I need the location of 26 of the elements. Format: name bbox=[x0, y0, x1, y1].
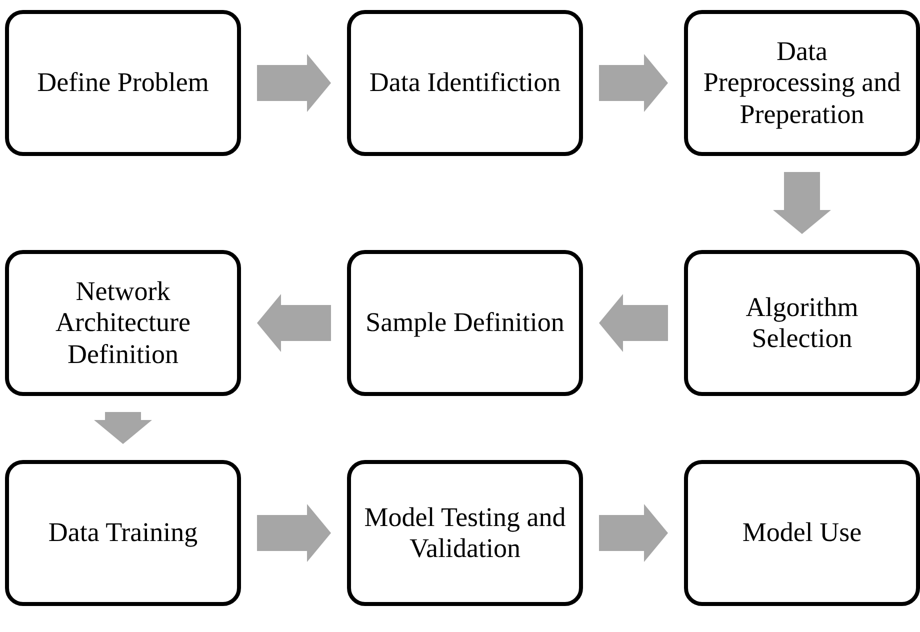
step-label: Data Training bbox=[48, 517, 198, 549]
block-arrow bbox=[599, 54, 668, 112]
block-arrow bbox=[773, 172, 831, 234]
step-label: Algorithm Selection bbox=[744, 292, 860, 354]
process-box bbox=[684, 10, 920, 156]
process-box bbox=[347, 460, 583, 606]
block-arrow bbox=[599, 504, 668, 562]
block-arrow bbox=[94, 412, 152, 444]
step-label: Model Use bbox=[742, 517, 862, 549]
block-arrow bbox=[599, 294, 668, 352]
step-label: Network Architecture Definition bbox=[54, 276, 192, 370]
process-box bbox=[347, 10, 583, 156]
block-arrow bbox=[257, 504, 331, 562]
step-label: Model Testing and Validation bbox=[363, 502, 567, 564]
step-label: Sample Definition bbox=[366, 307, 564, 339]
block-arrow bbox=[257, 54, 331, 112]
step-label: Define Problem bbox=[37, 67, 209, 99]
process-box bbox=[347, 250, 583, 396]
block-arrow bbox=[257, 294, 331, 352]
process-box bbox=[5, 460, 241, 606]
process-box bbox=[684, 460, 920, 606]
step-label: Data Preprocessing and Preperation bbox=[702, 36, 902, 130]
step-label: Data Identifiction bbox=[369, 67, 561, 99]
process-box bbox=[5, 10, 241, 156]
process-box bbox=[684, 250, 920, 396]
process-box bbox=[5, 250, 241, 396]
